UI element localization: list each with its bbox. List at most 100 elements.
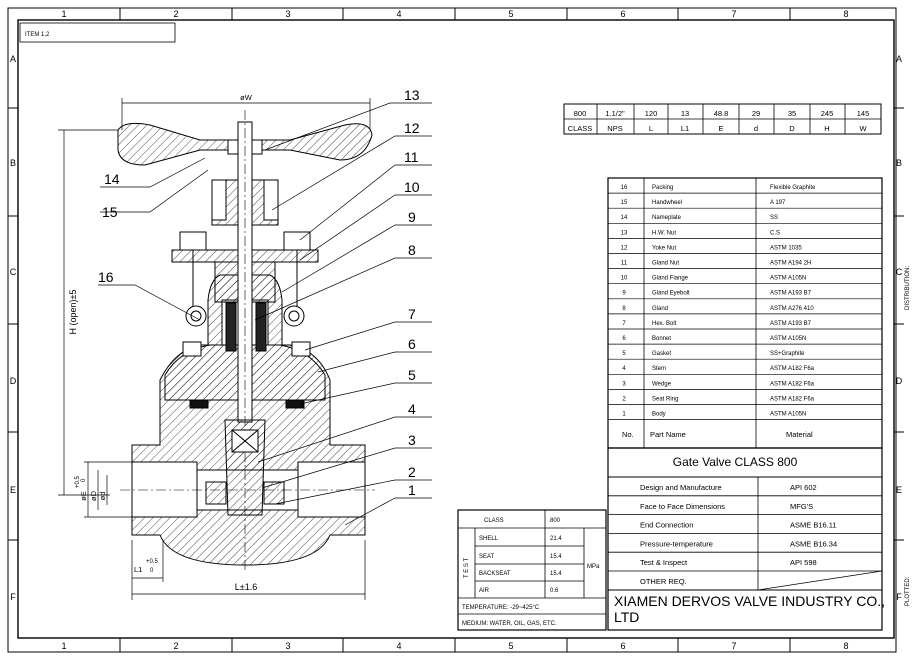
- dim-w: øW: [240, 93, 253, 102]
- test-table: [457, 509, 607, 631]
- balloon-label: 14: [104, 171, 120, 187]
- part-material: ASTM A105N: [770, 276, 806, 282]
- balloon-label: 16: [98, 269, 114, 285]
- col-label: 1: [61, 9, 66, 19]
- balloon-label: 2: [408, 464, 416, 480]
- spec-label: Face to Face Dimensions: [640, 502, 725, 511]
- seat-ring-right: [263, 481, 285, 505]
- test-row-label: BACKSEAT: [479, 571, 511, 577]
- col-label: 3: [285, 9, 290, 19]
- spec-value: API 598: [790, 558, 817, 567]
- valve-section-drawing: [117, 110, 375, 570]
- col-label: 5: [508, 9, 513, 19]
- test-medium: MEDIUM: WATER, OIL, GAS, ETC.: [462, 621, 557, 627]
- parts-header-material: Material: [786, 430, 813, 439]
- company-name-line1: XIAMEN DERVOS VALVE INDUSTRY CO.,: [614, 593, 885, 609]
- test-class-label: CLASS: [484, 518, 504, 524]
- dim-l1-tol-bot: 0: [150, 568, 154, 574]
- dim-e: øE: [79, 491, 88, 501]
- row-label: C: [896, 267, 903, 277]
- test-row-value: 15.4: [550, 554, 562, 560]
- dim-table-value: 245: [821, 109, 834, 118]
- leader-lines: [98, 102, 432, 526]
- dim-table-label: NPS: [607, 124, 622, 133]
- part-material: SS+Graphite: [770, 351, 805, 357]
- dim-table-value: 29: [752, 109, 760, 118]
- part-material: ASTM A194 2H: [770, 261, 811, 267]
- part-name: Handwheel: [652, 200, 682, 206]
- part-name: Yoke Nut: [652, 245, 676, 251]
- packing-left: [225, 302, 237, 352]
- inner-border: [17, 19, 895, 639]
- spec-label: Design and Manufacture: [640, 483, 722, 492]
- row-label: F: [896, 592, 902, 602]
- spec-value: API 602: [790, 483, 817, 492]
- dim-e-tol-bot: 0: [81, 478, 87, 482]
- dim-table-value: 35: [788, 109, 796, 118]
- col-label: 4: [396, 9, 401, 19]
- col-label: 3: [285, 641, 290, 651]
- test-side-label: T E S T: [464, 558, 470, 578]
- part-no: 4: [622, 366, 626, 372]
- spec-label: Test & Inspect: [640, 558, 688, 567]
- part-no: 7: [622, 321, 626, 327]
- part-name: Gland Nut: [652, 261, 679, 267]
- row-label: B: [896, 158, 902, 168]
- dim-l: L±1.6: [235, 582, 257, 592]
- test-class-value: 800: [550, 518, 561, 524]
- part-material: ASTM A182 F6a: [770, 396, 815, 402]
- row-label: B: [10, 158, 16, 168]
- part-material: ASTM A105N: [770, 336, 806, 342]
- dim-table-value: 120: [645, 109, 658, 118]
- balloon-label: 8: [408, 242, 416, 258]
- zone-dividers: [8, 8, 904, 652]
- part-no: 3: [622, 381, 626, 387]
- dim-table-value: 1.1/2": [605, 109, 625, 118]
- part-name: Bonnet: [652, 336, 671, 342]
- part-name: Stem: [652, 366, 666, 372]
- gland-nut-left: [179, 231, 207, 251]
- row-label: D: [10, 376, 17, 386]
- part-no: 2: [622, 396, 626, 402]
- col-label: 2: [173, 641, 178, 651]
- spec-block: [607, 447, 883, 631]
- part-material: ASTM A182 F6a: [770, 366, 815, 372]
- part-name: Wedge: [652, 381, 672, 387]
- part-no: 11: [621, 261, 628, 267]
- balloon-label: 5: [408, 367, 416, 383]
- dimension-lines: [58, 98, 371, 600]
- part-no: 13: [621, 230, 628, 236]
- item-box: [19, 22, 176, 43]
- part-no: 1: [622, 412, 626, 418]
- dim-table-label: L1: [681, 124, 689, 133]
- col-label: 8: [843, 641, 848, 651]
- row-label: D: [896, 376, 903, 386]
- dim-table-value: 145: [857, 109, 870, 118]
- parts-list-table: [607, 177, 883, 449]
- dim-d-cap: øD: [89, 490, 98, 501]
- part-name: Gland: [652, 306, 668, 312]
- spec-value: ASME B16.11: [790, 521, 837, 530]
- distribution-label: DISTRIBUTION:: [905, 266, 911, 310]
- part-material: ASTM A276 410: [770, 306, 814, 312]
- dim-table-label: CLASS: [568, 124, 593, 133]
- company-name-line2: LTD: [614, 609, 639, 625]
- row-label: F: [10, 592, 16, 602]
- balloon-label: 6: [408, 336, 416, 352]
- spec-label: Pressure-temperature: [640, 539, 713, 548]
- col-label: 7: [731, 641, 736, 651]
- part-name: Body: [652, 412, 666, 418]
- test-temperature: TEMPERATURE: -29~425°C: [462, 605, 540, 611]
- dim-table-label: D: [789, 124, 795, 133]
- balloon-label: 11: [404, 149, 419, 165]
- part-material: ASTM A193 B7: [770, 321, 812, 327]
- part-material: C.S: [770, 230, 780, 236]
- balloon-label: 13: [404, 87, 420, 103]
- test-unit: MPa: [587, 564, 600, 570]
- test-row-value: 15.4: [550, 571, 562, 577]
- col-label: 5: [508, 641, 513, 651]
- dim-table-label: d: [754, 124, 758, 133]
- part-no: 6: [622, 336, 626, 342]
- dim-e-tol-top: +0.5: [75, 475, 81, 488]
- gasket-left: [189, 399, 209, 409]
